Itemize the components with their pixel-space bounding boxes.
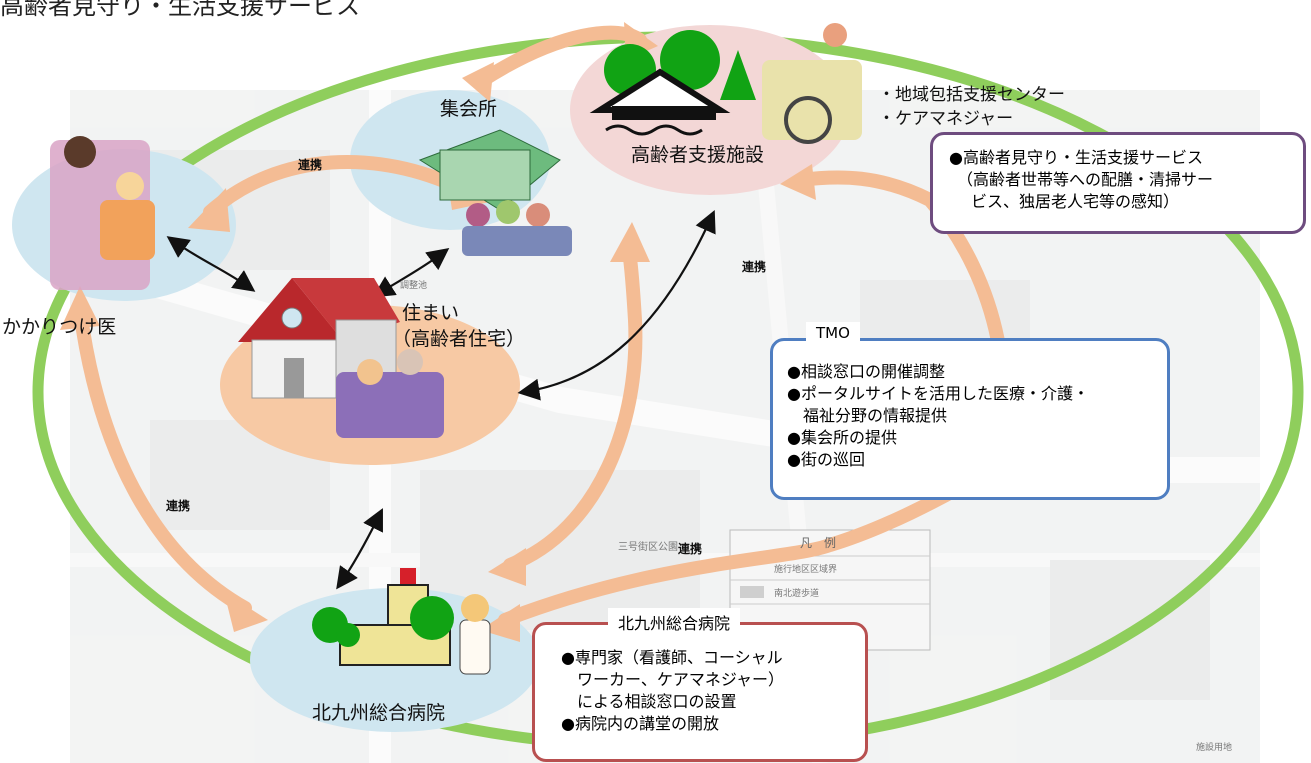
service-line: （高齢者世帯等への配膳・清掃サー — [957, 170, 1214, 189]
hospital-line: ワーカー、ケアマネジャー） — [577, 670, 785, 689]
link-label-hall: 連携 — [298, 158, 323, 172]
map-legend-item: 施行地区区域界 — [774, 565, 838, 575]
link-label-tmo: 連携 — [678, 542, 703, 556]
hospital-box: ●専門家（看護師、コーシャル ワーカー、ケアマネジャー） による相談窓口の設置 … — [532, 622, 868, 762]
facility-illustration — [589, 23, 862, 144]
tmo-tag: TMO — [806, 322, 860, 344]
hospital-tag: 北九州総合病院 — [608, 608, 741, 636]
service-line: ●高齢者見守り・生活支援サービス — [949, 148, 1203, 167]
home-illustration — [238, 278, 444, 438]
tmo-line: ●ポータルサイトを活用した医療・介護・ — [787, 384, 1089, 403]
tmo-box: ●相談窓口の開催調整 ●ポータルサイトを活用した医療・介護・ 福祉分野の情報提供… — [770, 338, 1170, 500]
service-line: ビス、独居老人宅等の感知） — [971, 192, 1180, 211]
hall-label: 集会所 — [440, 98, 498, 120]
map-pond-label: 調整池 — [400, 281, 428, 291]
side-note-care-manager: ・ケアマネジャー — [878, 109, 1014, 129]
clinic-illustration — [50, 136, 155, 290]
hospital-label: 北九州総合病院 — [312, 702, 446, 724]
tmo-line: ●集会所の提供 — [787, 428, 897, 447]
tmo-line: ●街の巡回 — [787, 450, 865, 469]
hospital-illustration — [312, 568, 491, 675]
hospital-line: による相談窓口の設置 — [577, 692, 737, 711]
link-arrows — [166, 209, 716, 590]
side-note-center: ・地域包括支援センター — [878, 85, 1065, 105]
service-box: ●高齢者見守り・生活支援サービス （高齢者世帯等への配膳・清掃サー ビス、独居老… — [930, 132, 1306, 234]
home-label-line2: （高齢者住宅） — [392, 328, 526, 350]
map-legend-title: 凡 例 — [800, 536, 837, 550]
map-park-label: 三号街区公園 — [618, 542, 678, 553]
clinic-label: かかりつけ医 — [2, 316, 117, 338]
hall-illustration — [418, 129, 572, 256]
tmo-line: 福祉分野の情報提供 — [803, 406, 948, 425]
map-legend-item: 南北遊歩道 — [774, 589, 820, 599]
facility-label: 高齢者支援施設 — [631, 144, 765, 166]
link-label-hospital: 連携 — [166, 499, 191, 513]
home-label-line1: 住まい — [402, 302, 460, 324]
tmo-line: ●相談窓口の開催調整 — [787, 362, 945, 381]
page-title: 高齢者見守り・生活支援サービス — [0, 0, 360, 20]
hospital-line: ●専門家（看護師、コーシャル — [561, 648, 783, 667]
hospital-line: ●病院内の講堂の開放 — [561, 714, 719, 733]
link-label-facility: 連携 — [742, 260, 767, 274]
map-legend-item: 施設用地 — [1196, 743, 1233, 753]
